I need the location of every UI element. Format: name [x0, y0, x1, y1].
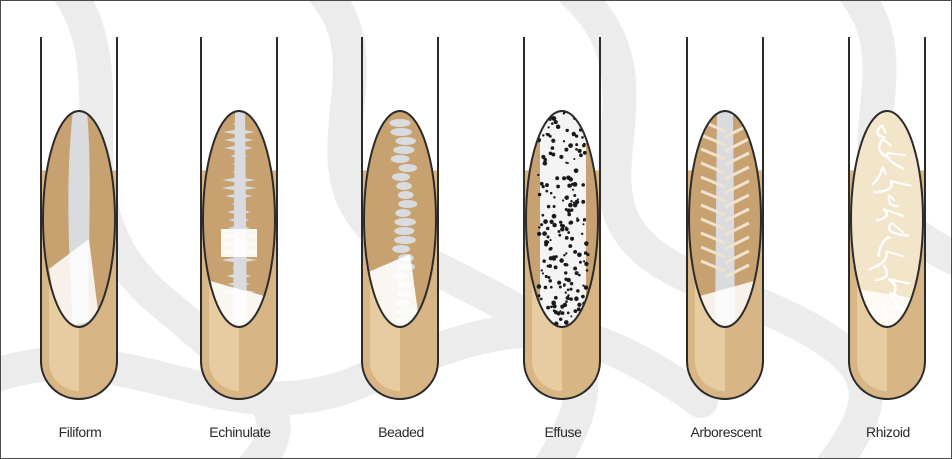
- tube-rhizoid-drawing: [813, 1, 952, 421]
- tube-arborescent-drawing: [651, 1, 801, 421]
- tube-label-filiform: Filiform: [5, 424, 155, 440]
- tube-beaded-drawing: [326, 1, 476, 421]
- tube-beaded: Beaded: [326, 1, 476, 421]
- tube-effuse: Effuse: [488, 1, 638, 421]
- tube-label-beaded: Beaded: [326, 424, 476, 440]
- tube-label-arborescent: Arborescent: [651, 424, 801, 440]
- tube-effuse-drawing: [488, 1, 638, 421]
- growth-pattern: [536, 110, 590, 327]
- tube-label-effuse: Effuse: [488, 424, 638, 440]
- tube-filiform-drawing: [5, 1, 155, 421]
- tube-filiform: Filiform: [5, 1, 155, 421]
- tube-label-rhizoid: Rhizoid: [813, 424, 952, 440]
- tube-echinulate-drawing: [165, 1, 315, 421]
- tube-rhizoid: Rhizoid: [813, 1, 952, 421]
- tube-arborescent: Arborescent: [651, 1, 801, 421]
- tube-echinulate: Echinulate: [165, 1, 315, 421]
- tube-label-echinulate: Echinulate: [165, 424, 315, 440]
